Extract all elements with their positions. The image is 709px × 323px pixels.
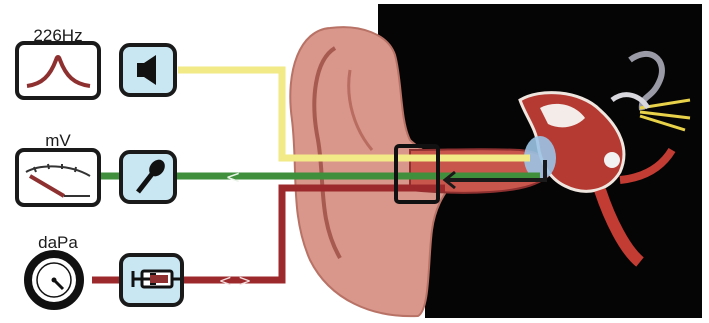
frequency-label: 226Hz bbox=[33, 26, 82, 45]
voltage-label: mV bbox=[45, 131, 71, 150]
speaker-box bbox=[121, 45, 175, 95]
microphone-box bbox=[121, 152, 175, 202]
tone-generator bbox=[17, 43, 99, 98]
pressure-gauge bbox=[28, 254, 80, 306]
pump-box bbox=[121, 255, 182, 305]
microphone-flow-arrow: < bbox=[225, 167, 240, 188]
pressure-label: daPa bbox=[38, 233, 78, 252]
pump-flow-arrow: <> bbox=[219, 271, 258, 290]
voltmeter bbox=[17, 150, 99, 205]
